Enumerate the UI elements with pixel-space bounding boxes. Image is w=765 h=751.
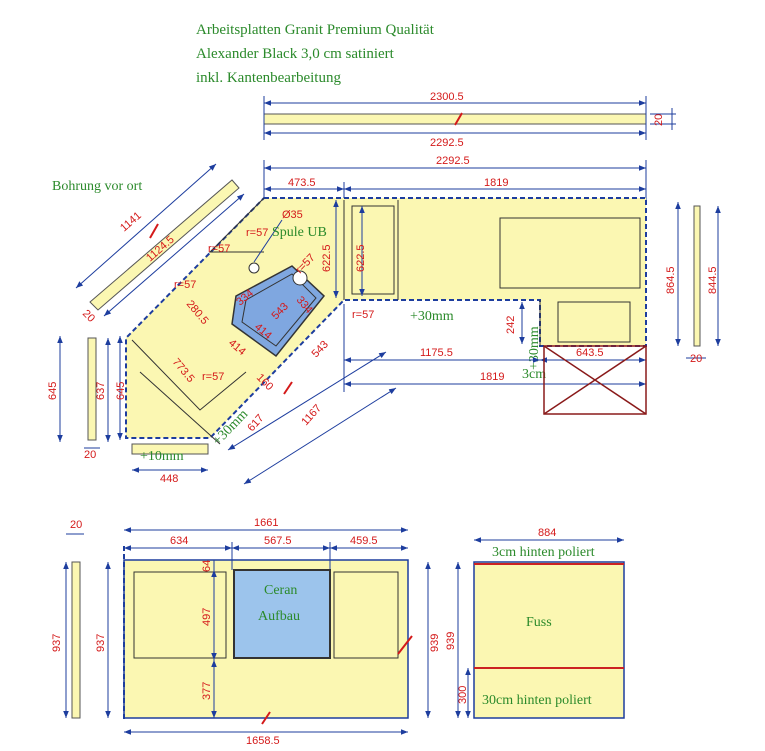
main-top-dims — [263, 160, 647, 200]
cabinet-box — [543, 345, 647, 415]
front-edge-strip — [131, 443, 209, 455]
ceran-right-cabinet — [333, 571, 399, 659]
dim-r57-e: r=57 — [352, 309, 374, 321]
note-plus30-a: +30mm — [410, 309, 454, 324]
dim-622a: 622.5 — [321, 244, 333, 272]
dim-b-1658: 1658.5 — [246, 735, 280, 747]
dim-b-939: 939 — [429, 634, 441, 652]
ceran-left-cabinet — [133, 571, 227, 659]
dim-main-overall: 2292.5 — [436, 155, 470, 167]
dim-right-h1: 864.5 — [665, 266, 677, 294]
dim-r57-b: r=57 — [208, 243, 230, 255]
dim-1819b: 1819 — [480, 371, 504, 383]
fuss-slab — [473, 561, 625, 719]
dim-left-645b: 645 — [115, 382, 127, 400]
note-spule: Spule UB — [272, 225, 327, 240]
header-line-3: inkl. Kantenbearbeitung — [196, 70, 341, 86]
header-line-2: Alexander Black 3,0 cm satiniert — [196, 46, 395, 62]
ceran-cooktop — [233, 569, 331, 659]
dim-b-64: 64 — [201, 560, 213, 572]
dim-b-1661: 1661 — [254, 517, 278, 529]
dim-r57-c: r=57 — [174, 279, 196, 291]
dim-right-thk: 20 — [690, 353, 702, 365]
dim-1167: 1167 — [299, 402, 324, 428]
dim-b-567: 567.5 — [264, 535, 292, 547]
dim-1175: 1175.5 — [420, 347, 453, 359]
dim-diag-strip-inner: 1124.5 — [144, 234, 177, 265]
left-side-dims — [57, 336, 123, 449]
dim-b-634: 634 — [170, 535, 188, 547]
dims-622 — [333, 200, 365, 298]
dim-left-637: 637 — [95, 382, 107, 400]
header-line-1: Arbeitsplatten Granit Premium Qualität — [196, 22, 435, 38]
dim-main-right: 1819 — [484, 177, 508, 189]
thin-strip-bottom — [63, 533, 84, 719]
note-aufbau: Aufbau — [258, 609, 300, 624]
dim-diag-strip-thk: 20 — [80, 308, 97, 325]
dim-left-thk: 20 — [84, 449, 96, 461]
note-fuss: Fuss — [526, 615, 552, 630]
undermount-sink — [231, 265, 326, 358]
dim-643: 643.5 — [576, 347, 604, 359]
dim-top-strip-inner: 2292.5 — [430, 137, 464, 149]
dim-main-left: 473.5 — [288, 177, 316, 189]
dim-b-497: 497 — [201, 608, 213, 626]
dim-b-937b: 937 — [95, 634, 107, 652]
note-hinten-top: 3cm hinten poliert — [492, 545, 595, 560]
dim-top-strip-outer: 2300.5 — [430, 91, 464, 103]
dim-hole: Ø35 — [282, 209, 303, 221]
dim-b-937a: 937 — [51, 634, 63, 652]
dim-622b: 622.5 — [355, 244, 367, 272]
dim-r57-a: r=57 — [246, 227, 268, 239]
note-hinten-bottom: 30cm hinten poliert — [482, 693, 592, 708]
dim-c-939: 939 — [445, 632, 457, 650]
dim-diag-strip-outer: 1141 — [118, 210, 144, 235]
note-plus10: +10mm — [140, 449, 184, 464]
diagonal-lower-dims — [227, 351, 397, 485]
dim-sink-543b: 543 — [310, 339, 331, 361]
top-edge-strip — [263, 96, 676, 140]
note-3cm: 3cm — [522, 367, 546, 382]
note-plus30-vert: +30mm — [527, 326, 542, 370]
dim-top-strip-thk: 20 — [653, 114, 665, 126]
dim-r57-d: r=57 — [202, 371, 224, 383]
dim-b-459: 459.5 — [350, 535, 378, 547]
faucet-hole — [248, 262, 260, 274]
dim-c-884: 884 — [538, 527, 556, 539]
note-ceran: Ceran — [264, 583, 297, 598]
dim-left-645a: 645 — [47, 382, 59, 400]
note-bohrung: Bohrung vor ort — [52, 179, 142, 194]
dim-right-h2: 844.5 — [707, 266, 719, 294]
dim-c-300: 300 — [457, 686, 469, 704]
dim-242: 242 — [505, 316, 517, 334]
ceran-top-dims — [124, 527, 408, 570]
right-side-dims — [675, 202, 721, 359]
dim-448: 448 — [160, 473, 178, 485]
dim-b-thk: 20 — [70, 519, 82, 531]
diagonal-edge-strip — [75, 163, 245, 317]
dim-b-377: 377 — [201, 682, 213, 700]
